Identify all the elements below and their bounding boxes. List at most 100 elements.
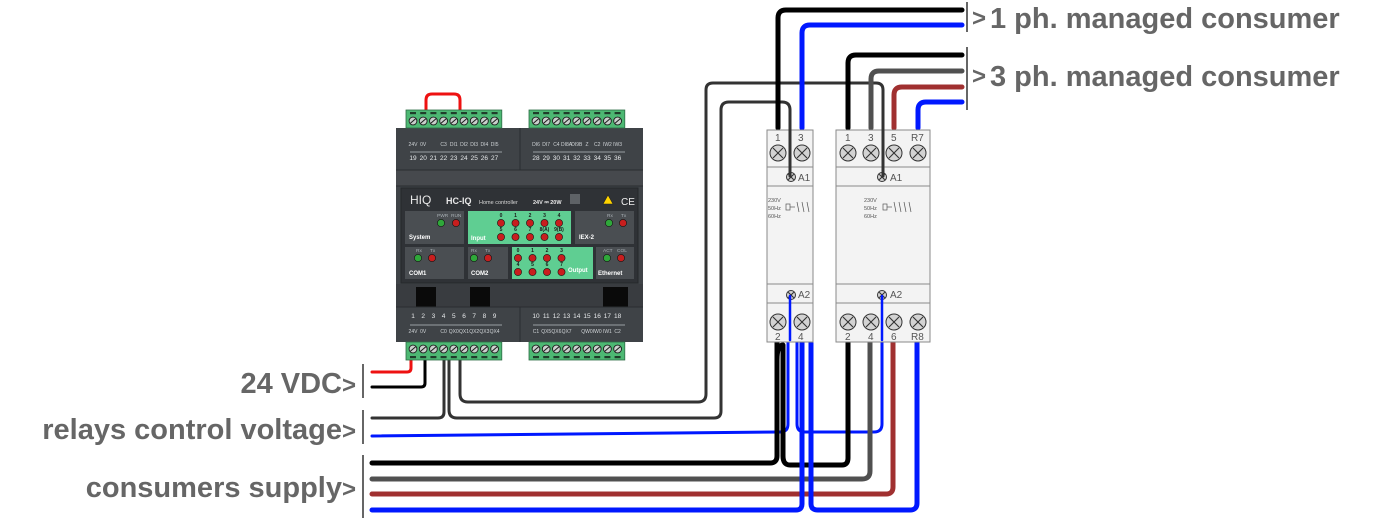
output-led [543,268,551,276]
terminal-slot [430,356,437,359]
terminal-slot [594,112,601,115]
screw-slot [533,346,539,352]
bracket-arrow: > [972,63,986,90]
input-led [497,219,505,227]
panel-com2-title: COM2 [471,271,489,277]
screw-icon [909,144,927,162]
bottom-left-terminal-number: 9 [493,313,497,320]
input-led-label: 6 [514,227,517,233]
bottom-left-terminal-signal: QX2 [469,329,479,335]
din-clip [470,287,490,307]
label-3ph-consumer: 3 ph. managed consumer [990,61,1340,93]
screw-slot [420,346,427,352]
top-left-terminal-signal: DI4 [481,142,489,148]
bracket-arrow: > [342,418,356,445]
terminal-block-bottom-left [405,341,503,361]
terminal-label: R8 [911,332,924,343]
terminal-slot [410,112,416,115]
wire-supply-l2 [369,335,873,482]
input-led-label: 0 [500,213,503,219]
top-left-terminal-signal: DI3 [470,142,478,148]
bottom-right-terminal-number: 11 [543,313,550,320]
led-label-tx: Tx [430,248,436,254]
output-led-label: 4 [517,262,520,268]
output-led-label: 6 [546,262,549,268]
wire-3ph-n [915,99,965,131]
panel-input [468,211,571,244]
screw-slot [481,118,488,124]
input-led-label: 1 [514,213,517,219]
bottom-right-terminal-signal: C1 [533,329,540,335]
screw-slot [573,118,580,124]
label-square [570,194,580,204]
panel-com1-title: COM1 [409,271,427,277]
top-right-terminal-signal: DI7 [542,142,550,148]
output-led-label: 7 [560,262,563,268]
bottom-left-terminal-number: 4 [442,313,446,320]
terminal-label: 5 [891,133,897,144]
top-right-terminal-signal: C2 [594,142,601,148]
screw-icon [862,144,880,162]
bracket-arrow: > [972,5,986,32]
screw-slot [614,346,621,352]
warning-icon [602,194,614,205]
led-label-rx: Rx [416,248,422,254]
wire-24vdc-plus [370,358,413,374]
terminal-slot [440,356,447,359]
output-led [514,268,522,276]
bottom-left-terminal-signal: C0 [440,329,447,335]
panel-iex2 [575,211,634,244]
led-run [452,219,460,227]
screw-icon [839,144,857,162]
terminal-slot [491,356,498,359]
input-led [540,233,549,241]
wire-supply-n-bridge [803,333,920,513]
screw-cross [796,316,808,328]
screw-slot [614,118,621,124]
bottom-left-terminal-number: 5 [452,313,456,320]
bracket-arrow: > [342,476,356,503]
bottom-left-terminal-signal: QX4 [490,329,500,335]
terminal-block-top-right [528,109,626,129]
top-left-terminal-number: 27 [491,155,499,162]
screw-icon [769,313,787,331]
bottom-left-terminal-signal: 24V [409,329,419,335]
bottom-right-terminal-number: 10 [532,313,540,320]
panel-com2 [468,247,508,279]
bottom-left-terminal-number: 6 [462,313,466,320]
terminal-slot [461,356,467,359]
screw-slot [604,346,611,352]
label-consumers-supply: consumers supply [86,472,342,504]
terminal-slot [604,112,611,115]
led-iex2-rx [605,219,613,227]
input-led [511,219,520,227]
terminal-slot [430,112,437,115]
terminal-label: 4 [868,332,874,343]
terminal-slot [471,112,478,115]
screw-slot [543,118,550,124]
label-24vdc: 24 VDC [240,368,342,400]
wire-24vdc-minus [370,358,427,389]
bottom-right-terminal-number: 18 [614,313,622,320]
led-label-act: ACT [603,248,613,254]
screw-slot [604,118,611,124]
panel-system [405,211,464,244]
terminal-slot [614,112,621,115]
wire-qx0-to-contactor1-a1 [447,100,792,420]
wire-jumper-red [424,92,462,120]
top-left-terminal-signal: 24V [409,142,419,148]
terminal-slot [553,112,560,115]
terminal-label: 3 [868,133,874,144]
terminal-label: 2 [845,332,851,343]
led-com1-rx [414,254,422,262]
screw-slot [481,346,488,352]
led-label-pwr: PWR [437,213,449,219]
label-1ph-consumer: 1 ph. managed consumer [990,3,1340,35]
top-right-terminal-number: 29 [543,155,551,162]
screw-slot [594,346,601,352]
top-right-terminal-number: 32 [573,155,581,162]
bottom-right-terminal-number: 17 [604,313,612,320]
input-led-label: 3 [543,213,546,219]
terminal-block-bottom-right [528,341,626,361]
wire-qx1-to-contactor2-a1 [458,81,885,404]
